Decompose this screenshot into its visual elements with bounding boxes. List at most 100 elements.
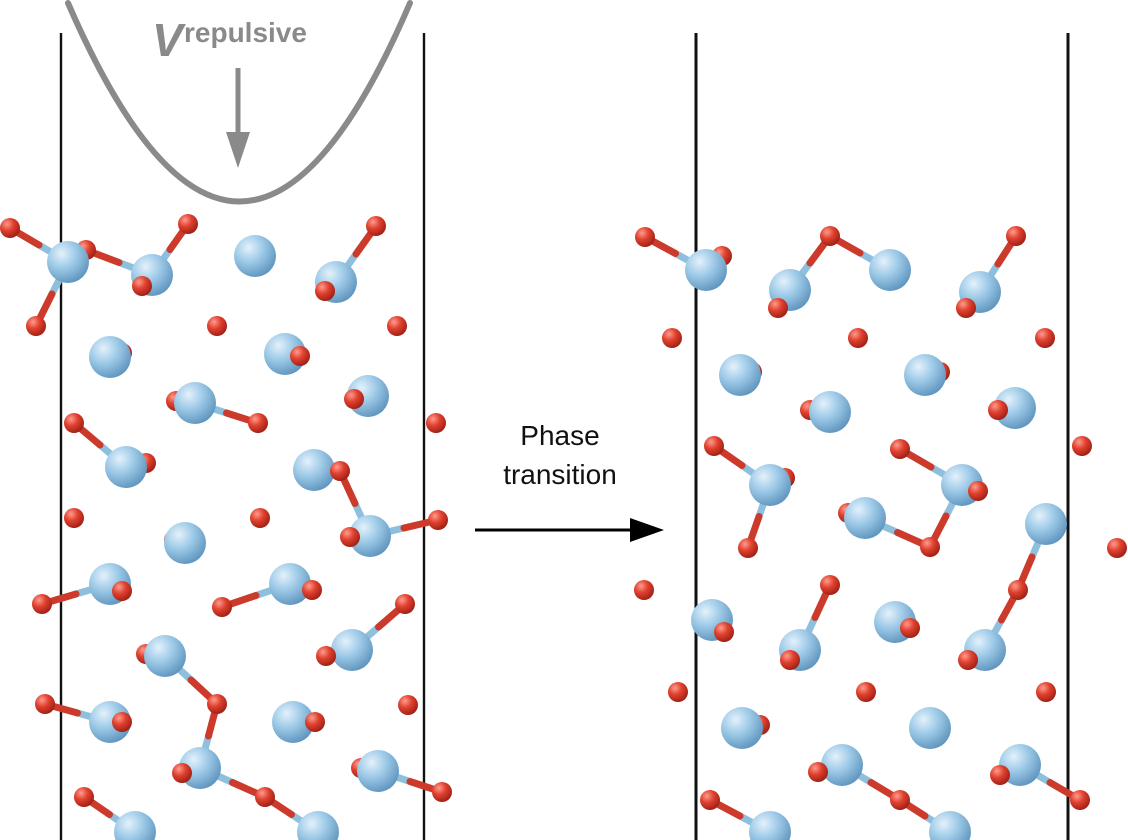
oxygen-atom	[856, 682, 876, 702]
oxygen-atom	[305, 712, 325, 732]
oxygen-atom	[344, 389, 364, 409]
metal-atom	[721, 707, 763, 749]
oxygen-atom	[35, 694, 55, 714]
metal-atom	[269, 563, 311, 605]
oxygen-atom	[714, 622, 734, 642]
metal-atom	[349, 515, 391, 557]
oxygen-atom	[255, 787, 275, 807]
atoms-after	[634, 226, 1127, 840]
oxygen-atom	[820, 575, 840, 595]
metal-atom	[749, 811, 791, 840]
oxygen-atom	[890, 439, 910, 459]
oxygen-atom	[958, 650, 978, 670]
oxygen-atom	[738, 538, 758, 558]
oxygen-atom	[112, 712, 132, 732]
oxygen-atom	[398, 695, 418, 715]
oxygen-atom	[635, 227, 655, 247]
transition-arrow-head	[630, 518, 664, 542]
metal-atom	[719, 354, 761, 396]
oxygen-atom	[432, 782, 452, 802]
oxygen-atom	[316, 646, 336, 666]
oxygen-atom	[132, 276, 152, 296]
metal-atom	[144, 635, 186, 677]
oxygen-atom	[780, 650, 800, 670]
oxygen-atom	[366, 216, 386, 236]
oxygen-atom	[668, 682, 688, 702]
oxygen-atom	[387, 316, 407, 336]
metal-atom	[174, 382, 216, 424]
metal-atom	[89, 701, 131, 743]
oxygen-atom	[340, 527, 360, 547]
oxygen-atom	[32, 594, 52, 614]
metal-atom	[272, 701, 314, 743]
transition-arrow: Phase transition	[475, 420, 664, 542]
oxygen-atom	[315, 281, 335, 301]
oxygen-atom	[26, 316, 46, 336]
oxygen-atom	[0, 218, 20, 238]
metal-atom	[105, 446, 147, 488]
metal-atom	[909, 707, 951, 749]
oxygen-atom	[634, 580, 654, 600]
oxygen-atom	[207, 694, 227, 714]
structure-after	[634, 226, 1127, 840]
metal-atom	[331, 629, 373, 671]
oxygen-atom	[956, 298, 976, 318]
structure-before	[0, 214, 452, 840]
oxygen-atom	[1008, 580, 1028, 600]
oxygen-atom	[820, 226, 840, 246]
transition-label-line1: Phase	[520, 420, 599, 451]
oxygen-atom	[1035, 328, 1055, 348]
oxygen-atom	[302, 580, 322, 600]
oxygen-atom	[428, 510, 448, 530]
metal-atom	[844, 497, 886, 539]
metal-atom	[749, 464, 791, 506]
potential-superscript: repulsive	[184, 17, 307, 48]
oxygen-atom	[250, 508, 270, 528]
oxygen-atom	[890, 790, 910, 810]
oxygen-atom	[768, 298, 788, 318]
metal-atom	[809, 391, 851, 433]
oxygen-atom	[1107, 538, 1127, 558]
oxygen-atom	[426, 413, 446, 433]
oxygen-atom	[1036, 682, 1056, 702]
oxygen-atom	[207, 316, 227, 336]
metal-atom	[234, 235, 276, 277]
metal-atom	[89, 336, 131, 378]
oxygen-atom	[64, 508, 84, 528]
potential-arrow-head	[226, 132, 250, 168]
oxygen-atom	[172, 763, 192, 783]
metal-atom	[869, 249, 911, 291]
oxygen-atom	[990, 765, 1010, 785]
metal-atom	[114, 811, 156, 840]
oxygen-atom	[330, 461, 350, 481]
oxygen-atom	[74, 787, 94, 807]
oxygen-atom	[968, 481, 988, 501]
potential-symbol: V	[152, 14, 186, 66]
oxygen-atom	[662, 328, 682, 348]
potential-curve	[65, 0, 413, 205]
oxygen-atom	[848, 328, 868, 348]
oxygen-atom	[700, 790, 720, 810]
transition-label-line2: transition	[503, 459, 617, 490]
metal-atom	[1025, 503, 1067, 545]
oxygen-atom	[212, 597, 232, 617]
metal-atom	[357, 750, 399, 792]
metal-atom	[297, 811, 339, 840]
oxygen-atom	[290, 346, 310, 366]
repulsive-potential: V repulsive	[65, 0, 413, 205]
oxygen-atom	[178, 214, 198, 234]
oxygen-atom	[1006, 226, 1026, 246]
oxygen-atom	[64, 413, 84, 433]
oxygen-atom	[704, 436, 724, 456]
metal-atom	[47, 241, 89, 283]
metal-atom	[994, 387, 1036, 429]
oxygen-atom	[900, 618, 920, 638]
oxygen-atom	[1072, 436, 1092, 456]
oxygen-atom	[1070, 790, 1090, 810]
metal-atom	[164, 522, 206, 564]
oxygen-atom	[920, 537, 940, 557]
oxygen-atom	[112, 581, 132, 601]
metal-atom	[685, 249, 727, 291]
oxygen-atom	[395, 594, 415, 614]
